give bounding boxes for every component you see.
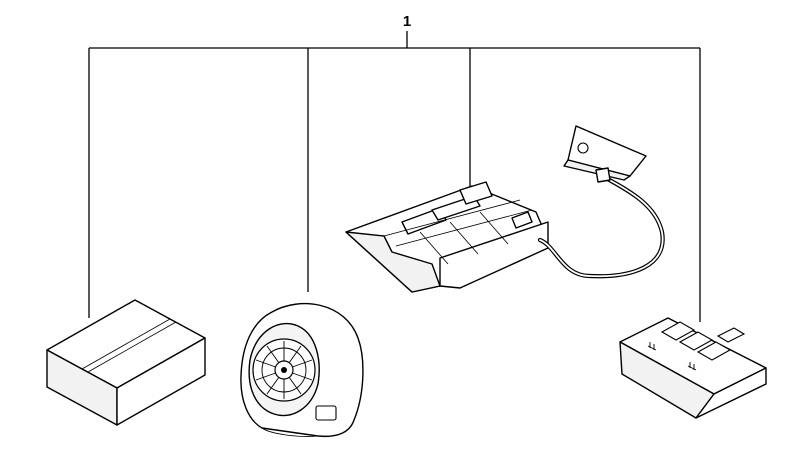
control-unit-icon [619,317,767,419]
cardboard-box-icon [46,299,206,426]
bracket-with-cable-icon [345,125,665,293]
callout-number-label: 1 [403,13,411,30]
fan-blower-icon [240,302,364,438]
leader-lines [88,31,701,322]
